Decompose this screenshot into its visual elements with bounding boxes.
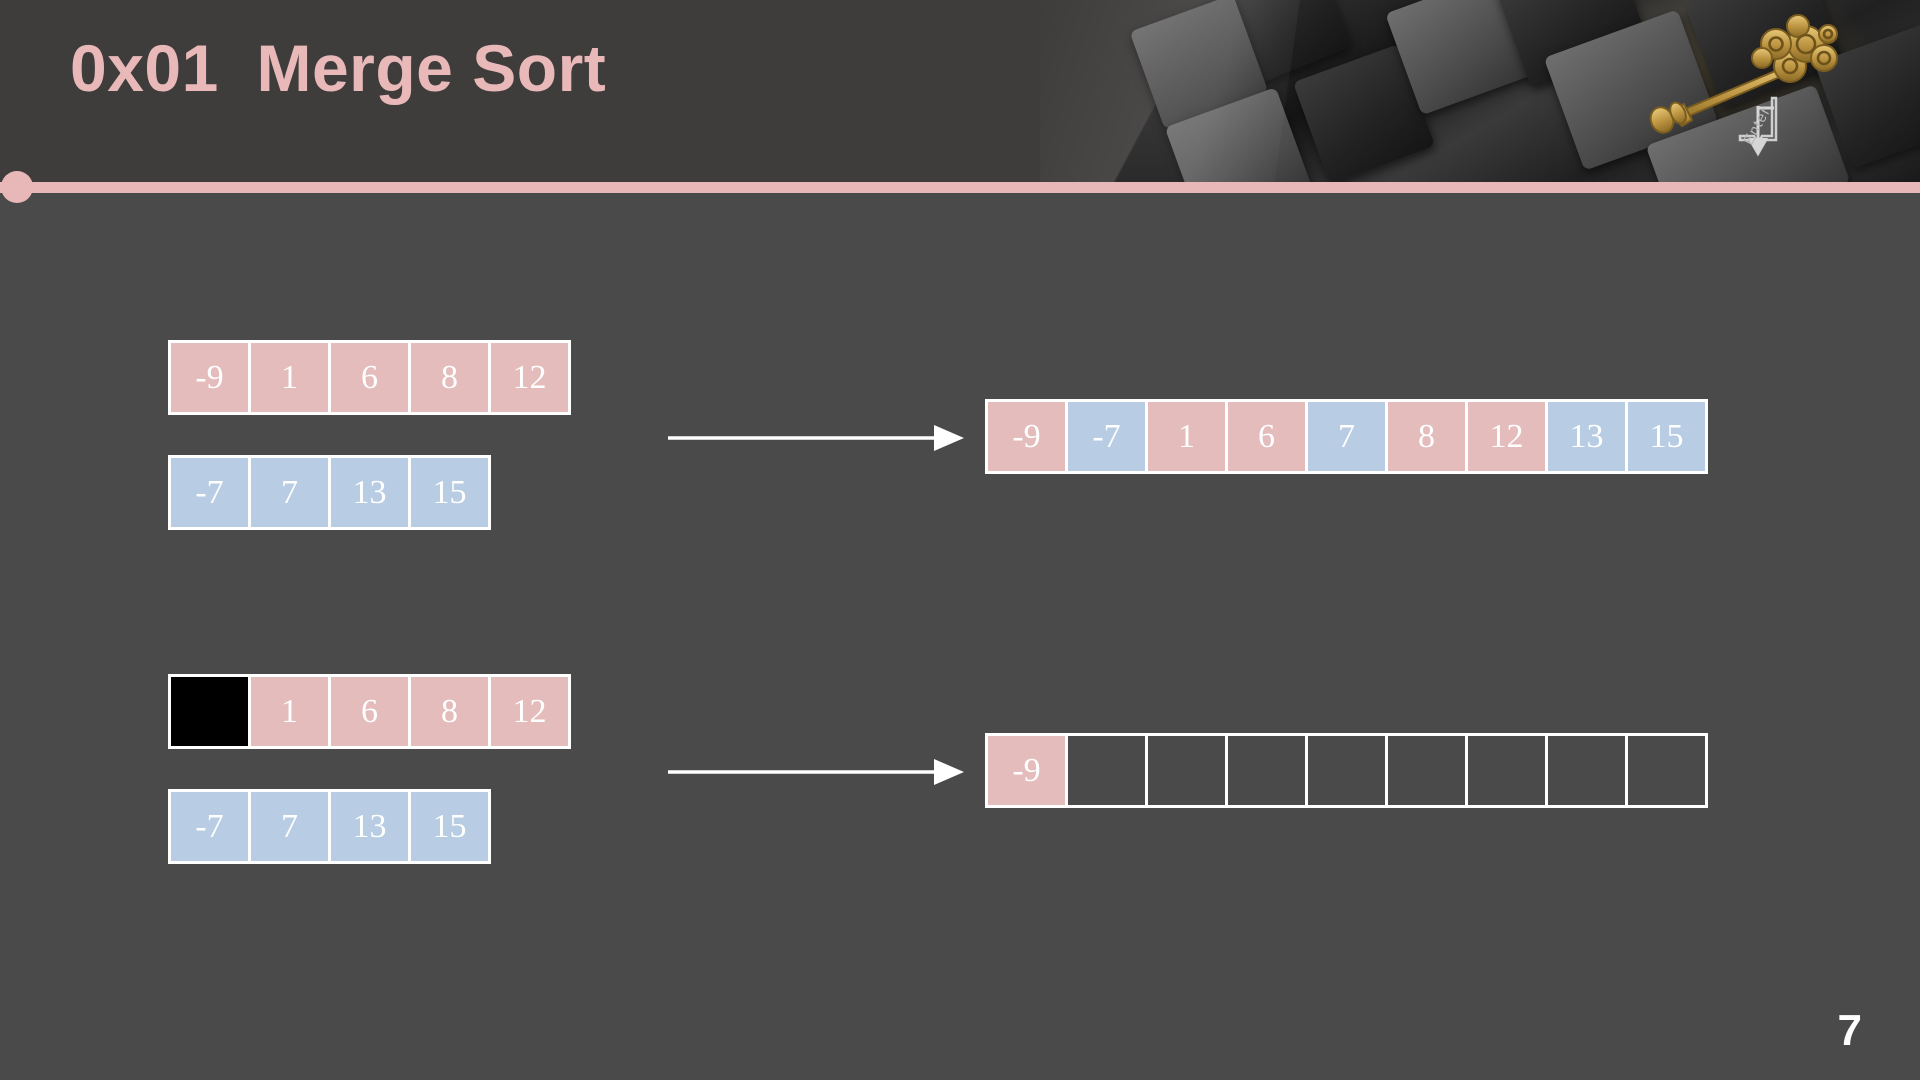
- left-subarray-cell: 8: [411, 343, 491, 412]
- left-subarray-cell: 12: [491, 677, 568, 746]
- header-band: Enter: [0, 0, 1920, 188]
- merged-array-cell: -7: [1068, 402, 1148, 471]
- merged-array-partial-cell: [1548, 736, 1628, 805]
- right-subarray-cell: -7: [171, 458, 251, 527]
- merged-array-partial-cell: [1388, 736, 1468, 805]
- merged-array-cell: 6: [1228, 402, 1308, 471]
- right-subarray-cell: 7: [251, 458, 331, 527]
- right-subarray-cell: 13: [331, 458, 411, 527]
- accent-knob: [1, 171, 33, 203]
- right-subarray-cell: -7: [171, 792, 251, 861]
- left-subarray-cell: 1: [251, 343, 331, 412]
- arrow-right-icon-step-two: [668, 759, 964, 785]
- left-subarray-cell: 1: [251, 677, 331, 746]
- page-title: 0x01 Merge Sort: [70, 31, 607, 105]
- accent-rule: [0, 182, 1920, 193]
- left-subarray-cell: 12: [491, 343, 568, 412]
- merged-array-cell: -9: [988, 402, 1068, 471]
- left-subarray-cell: [171, 677, 251, 746]
- merged-array-partial-cell: [1308, 736, 1388, 805]
- arrow-right-icon-step-one: [668, 425, 964, 451]
- photo-glass-pane: [1040, 0, 1300, 188]
- right-subarray-cell: 15: [411, 458, 488, 527]
- merged-array-cell: 7: [1308, 402, 1388, 471]
- merged-array-partial-cell: -9: [988, 736, 1068, 805]
- left-subarray-cell: 6: [331, 677, 411, 746]
- merged-array-partial-cell: [1148, 736, 1228, 805]
- right-subarray-cell: 15: [411, 792, 488, 861]
- merged-array-cell: 8: [1388, 402, 1468, 471]
- merged-array-partial-cell: [1228, 736, 1308, 805]
- left-subarray-cell: -9: [171, 343, 251, 412]
- right-subarray-cell: 13: [331, 792, 411, 861]
- gold-key-icon: [1649, 14, 1838, 134]
- merged-array-partial-cell: [1468, 736, 1548, 805]
- left-subarray-cell: 8: [411, 677, 491, 746]
- merged-array-cell: 1: [1148, 402, 1228, 471]
- header-photo-keyboard-key: Enter: [1040, 0, 1920, 188]
- right-subarray-cell: 7: [251, 792, 331, 861]
- left-subarray-cell: 6: [331, 343, 411, 412]
- merged-array-partial-cell: [1628, 736, 1705, 805]
- merged-array-cell: 13: [1548, 402, 1628, 471]
- merged-array-cell: 15: [1628, 402, 1705, 471]
- step-two-merged-array-partial: -9: [985, 733, 1708, 808]
- page-number: 7: [1837, 1006, 1862, 1055]
- enter-arrow-icon: [1738, 96, 1778, 157]
- merged-array-partial-cell: [1068, 736, 1148, 805]
- merged-array-cell: 12: [1468, 402, 1548, 471]
